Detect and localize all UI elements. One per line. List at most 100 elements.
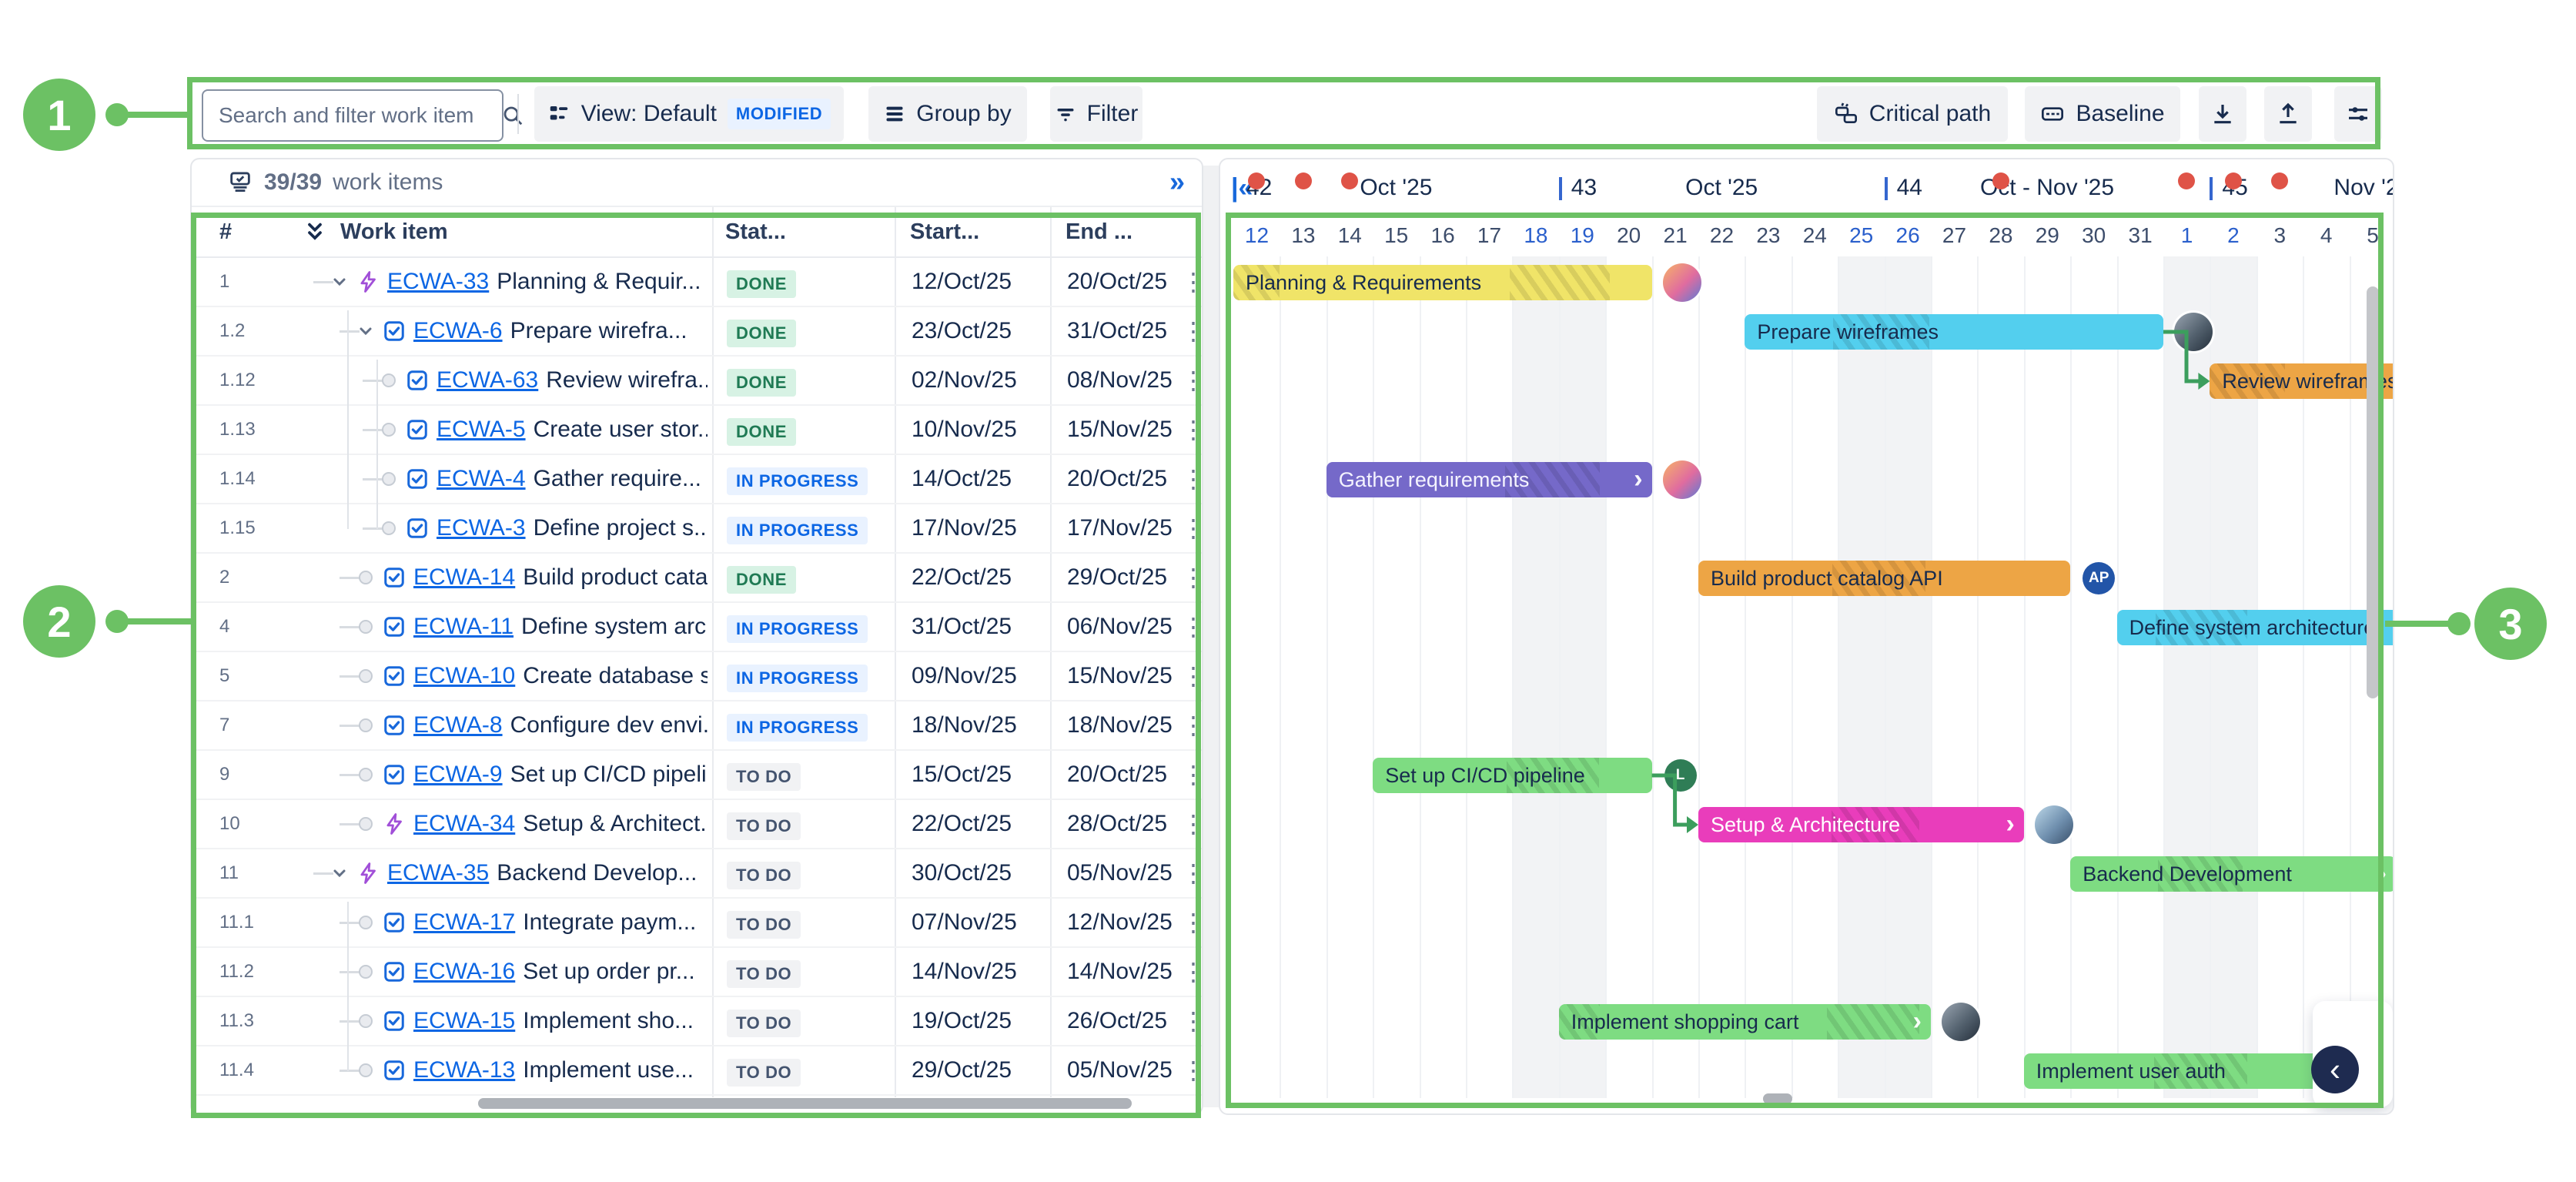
timeline-horizontal-scrollbar[interactable] [1763,1093,1792,1104]
gantt-bar-label: Gather requirements [1338,468,1530,491]
row-actions-kebab-icon[interactable]: ⋮ [1181,268,1206,296]
row-actions-kebab-icon[interactable]: ⋮ [1181,465,1206,493]
annotation-connector-dot [105,610,129,633]
row-number: 7 [219,715,230,735]
work-item-key-link[interactable]: ECWA-35 [387,860,490,886]
gantt-bar[interactable]: Gather requirements› [1326,462,1652,497]
expander-chevron-icon[interactable] [330,864,349,886]
gantt-bar[interactable]: Build product catalog API [1698,561,2071,596]
row-actions-kebab-icon[interactable]: ⋮ [1181,958,1206,986]
expand-panel-icon[interactable]: » [1169,166,1185,197]
work-item-key-link[interactable]: ECWA-14 [413,564,516,590]
gantt-bar[interactable]: Review wireframes [2210,363,2393,399]
import-upload-button[interactable] [2264,86,2312,142]
col-header-end[interactable]: End ... [1066,219,1132,244]
start-date: 02/Nov/25 [912,367,1017,393]
col-header-number[interactable]: # [219,219,233,244]
day-label: 27 [1942,223,1967,247]
work-item-key-link[interactable]: ECWA-34 [413,811,516,836]
bar-hatch-overlay [1832,561,1925,596]
row-actions-kebab-icon[interactable]: ⋮ [1181,712,1206,739]
export-download-button[interactable] [2199,86,2246,142]
col-header-status[interactable]: Stat... [725,219,786,244]
row-actions-kebab-icon[interactable]: ⋮ [1181,317,1206,345]
status-badge: DONE [727,270,796,298]
row-actions-kebab-icon[interactable]: ⋮ [1181,416,1206,444]
group-by-button[interactable]: Group by [868,86,1027,142]
expand-all-icon[interactable] [304,219,326,244]
work-item-key-link[interactable]: ECWA-3 [437,515,526,541]
row-actions-kebab-icon[interactable]: ⋮ [1181,761,1206,789]
row-actions-kebab-icon[interactable]: ⋮ [1181,810,1206,838]
work-item-key-link[interactable]: ECWA-6 [413,318,503,343]
row-actions-kebab-icon[interactable]: ⋮ [1181,613,1206,641]
task-checkbox-icon [383,615,406,642]
timeline-vertical-scrollbar[interactable] [2367,286,2379,698]
annotation-connector [123,618,193,624]
row-actions-kebab-icon[interactable]: ⋮ [1181,909,1206,936]
work-item-key-link[interactable]: ECWA-63 [437,367,539,393]
expander-chevron-icon[interactable] [330,273,349,295]
work-item-key-link[interactable]: ECWA-17 [413,909,516,935]
settings-sliders-button[interactable] [2334,86,2382,142]
expander-chevron-icon[interactable] [356,322,375,344]
filter-button[interactable]: Filter [1050,86,1142,142]
gantt-bar[interactable]: Define system architecture [2116,610,2393,645]
gantt-bar[interactable]: Set up CI/CD pipeline [1373,758,1652,793]
baseline-button[interactable]: Baseline [2025,86,2180,142]
view-default-button[interactable]: View: Default MODIFIED [534,86,844,142]
work-item-key-link[interactable]: ECWA-13 [413,1057,516,1083]
work-item-key-link[interactable]: ECWA-16 [413,959,516,984]
gantt-bar[interactable]: Prepare wireframes [1745,314,2163,350]
work-item-title: Define system arc... [521,614,708,639]
table-horizontal-scrollbar[interactable] [478,1098,1132,1109]
row-actions-kebab-icon[interactable]: ⋮ [1181,367,1206,394]
day-grid-line [1931,256,1932,1098]
row-actions-kebab-icon[interactable]: ⋮ [1181,859,1206,887]
work-item-key-link[interactable]: ECWA-4 [437,466,526,491]
row-actions-kebab-icon[interactable]: ⋮ [1181,564,1206,591]
gantt-bar[interactable]: Planning & Requirements [1233,265,1652,300]
scroll-left-button[interactable]: ‹ [2311,1046,2359,1093]
work-item-key-link[interactable]: ECWA-15 [413,1008,516,1033]
work-item-key-link[interactable]: ECWA-11 [413,614,514,639]
end-date: 12/Nov/25 [1067,909,1173,935]
work-item-key-link[interactable]: ECWA-5 [437,417,526,442]
row-actions-kebab-icon[interactable]: ⋮ [1181,662,1206,690]
row-actions-kebab-icon[interactable]: ⋮ [1181,1056,1206,1084]
row-actions-kebab-icon[interactable]: ⋮ [1181,1007,1206,1035]
work-item-key-link[interactable]: ECWA-9 [413,762,503,787]
bar-hatch-overlay [1832,314,1929,350]
work-item-key-link[interactable]: ECWA-33 [387,269,490,294]
gantt-bar[interactable]: Setup & Architecture› [1698,807,2024,842]
col-header-work-item[interactable]: Work item [340,219,448,244]
row-actions-kebab-icon[interactable]: ⋮ [1181,514,1206,542]
assignee-avatar [1662,460,1701,499]
search-input[interactable] [203,103,497,128]
end-date: 17/Nov/25 [1067,515,1173,541]
critical-path-button[interactable]: Critical path [1817,86,2008,142]
col-header-start[interactable]: Start... [910,219,980,244]
gantt-bar[interactable]: Backend Development› [2070,856,2393,892]
work-item-key-link[interactable]: ECWA-8 [413,712,503,738]
gantt-bar[interactable]: Implement shopping cart› [1558,1004,1931,1040]
work-item-key-link[interactable]: ECWA-10 [413,663,516,688]
day-label: 19 [1570,223,1594,247]
